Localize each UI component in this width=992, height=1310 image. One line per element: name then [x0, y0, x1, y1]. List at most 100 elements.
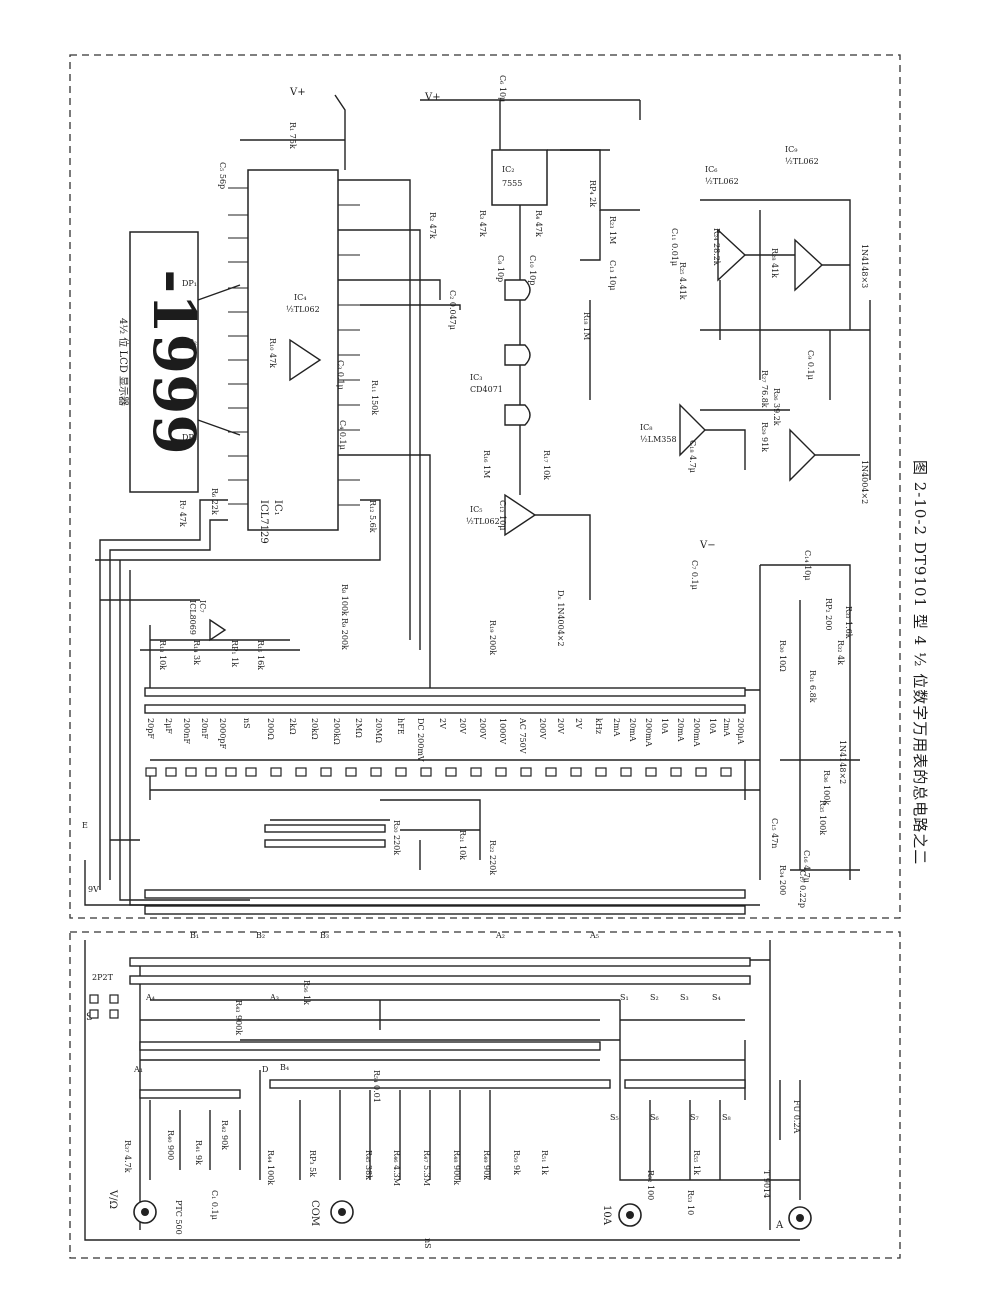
ic1-part: ICL7129: [258, 500, 269, 544]
range-label: 20pF: [146, 718, 155, 739]
component-label: C₄ 0.1μ: [338, 420, 347, 450]
component-label: C₅ 56p: [218, 162, 227, 189]
component-label: R₉ 200k: [340, 618, 349, 650]
range-label: 2V: [438, 718, 447, 729]
node-label: E: [82, 821, 88, 830]
range-label: 10A: [708, 718, 717, 734]
component-label: RP₃ 5k: [308, 1150, 317, 1177]
ic1-icl7129: IC₁ ICL7129: [228, 169, 360, 544]
ic4-ref: IC₄: [294, 293, 307, 302]
component-label: R₂₂ 220k: [488, 840, 497, 875]
component-label: R₂₃ 1M: [608, 216, 617, 244]
range-label: 2000pF: [218, 718, 227, 749]
switch-label: S₇: [690, 1113, 699, 1122]
range-label: 200V: [478, 718, 487, 739]
node-labels: A₁ A₂ A₃ A₄ A₅ B₁ B₂ B₃ B₄ D E: [82, 821, 599, 1074]
range-label: 2V: [574, 718, 583, 729]
ic3-cd4071: IC₃ CD4071: [470, 279, 531, 426]
component-label: R₃₂ 4k: [836, 640, 845, 665]
component-label: R₂₁ 10k: [458, 830, 467, 860]
component-label: C₁₈ 4.7μ: [688, 440, 697, 473]
battery-label: 9V: [88, 885, 99, 894]
range-label: kHz: [594, 718, 603, 734]
terminal-vohm[interactable]: V/Ω: [107, 1189, 157, 1224]
figure-caption: 图 2-10-2 DT9101 型 4 ½ 位数字万用表的总电路之二: [911, 460, 929, 865]
switch-label: S₅: [610, 1113, 619, 1122]
range-label: 2mA: [612, 718, 621, 737]
component-label: R₅₅ 1k: [692, 1150, 701, 1175]
ic8-ref: IC₈: [640, 423, 653, 432]
ic9-ref: IC₉: [785, 145, 798, 154]
display-digits: -1999: [140, 269, 208, 455]
component-label: 1N4148×2: [838, 740, 847, 784]
ic2-ref: IC₂: [502, 165, 515, 174]
component-label: R₄₀ 900: [166, 1130, 175, 1160]
component-label: RP₂ 200: [824, 598, 833, 630]
component-label: R₁₈ 1M: [582, 312, 591, 340]
switch-label: S₄: [712, 993, 721, 1002]
switch-label: S₈: [722, 1113, 731, 1122]
component-label: R₄₂ 90k: [220, 1120, 229, 1150]
component-label: R₃₅ 100k: [818, 800, 827, 835]
switch-labels: S₁ S₂ S₃ S₄ S₅ S₆ S₇ S₈ S 2P2T: [86, 973, 731, 1122]
component-labels: R₁ 75k C₅ 56p R₂ 47k R₃ 47k R₄ 47k R₆ 22…: [123, 75, 869, 1235]
terminal-label-com: COM: [309, 1200, 320, 1226]
component-label: R₃ 47k: [478, 210, 487, 237]
component-label: R₁₄ 3k: [192, 640, 201, 665]
node-label: A₅: [589, 931, 599, 940]
component-label: R₄₇ 5.3M: [422, 1150, 431, 1186]
component-label: RP₄ 2k: [588, 180, 597, 207]
ic2-part: 7555: [502, 179, 522, 188]
upper-board-outline: [69, 54, 901, 919]
component-label: R₁ 75k: [288, 122, 297, 149]
component-label: R₅₃ 10: [686, 1190, 695, 1215]
component-label: FU 0.2A: [792, 1100, 801, 1134]
terminal-com[interactable]: COM: [309, 1200, 354, 1226]
component-label: R₂₇ 76.8k: [760, 370, 769, 408]
range-label: nS: [242, 718, 251, 729]
component-label: R₂₅ 4.41k: [678, 262, 687, 300]
component-label: R₃₇ 4.7k: [123, 1140, 132, 1173]
component-label: C₂ 0.047μ: [448, 290, 457, 330]
component-label: R₂₈ 41k: [770, 248, 779, 278]
ic4-part: ½TL062: [286, 305, 320, 314]
component-label: R₄₁ 9k: [194, 1140, 203, 1165]
node-label: B₃: [320, 931, 329, 940]
component-label: PTC 500: [174, 1200, 183, 1235]
component-label: R₁₇ 10k: [542, 450, 551, 480]
range-label: 10A: [660, 718, 669, 734]
switch-label: S₂: [650, 993, 659, 1002]
range-label: 200mA: [692, 718, 701, 747]
switch-label: S₆: [650, 1113, 659, 1122]
component-label: R₄₈ 900k: [452, 1150, 461, 1185]
ic8-part: ½LM358: [640, 435, 677, 444]
component-label: R₃₀ 10Ω: [778, 640, 787, 672]
component-label: R₃₁ 6.8k: [808, 670, 817, 703]
node-label: A₄: [145, 993, 155, 1002]
range-label: 1000V: [498, 718, 507, 744]
component-label: C₉ 0.1μ: [806, 350, 815, 380]
range-label: hFE: [396, 718, 405, 735]
component-label: R₁₆ 1M: [482, 450, 491, 478]
ic5-opamp: IC₅ ½TL062: [466, 493, 537, 537]
ic9-opamp: IC₉ ½TL062: [785, 145, 824, 292]
range-label: 20nF: [200, 718, 209, 739]
range-label: 2mA: [722, 718, 731, 737]
terminal-a[interactable]: A: [775, 1206, 812, 1231]
terminal-label-vohm: V/Ω: [107, 1189, 118, 1209]
component-label: 1N4148×3: [860, 244, 869, 288]
node-label: B₁: [190, 931, 199, 940]
terminal-10a[interactable]: 10A: [601, 1203, 642, 1227]
ic8-opamp: IC₈ ½LM358: [640, 403, 816, 482]
component-label: C₁₃ 10μ: [608, 260, 617, 290]
component-label: C₁₇ 0.22p: [798, 870, 807, 908]
dp-label-1: DP₁: [182, 279, 197, 288]
display-label: 4½ 位 LCD 显示器: [117, 318, 130, 406]
rail-vplus-top: V+: [289, 87, 306, 98]
component-label: R₅₁ 1k: [540, 1150, 549, 1175]
component-label: R₄₃ 900k: [234, 1000, 243, 1035]
component-label: R₅₆ 1k: [302, 980, 311, 1005]
component-label: R₁₉ 200k: [488, 620, 497, 655]
switch-label: S₃: [680, 993, 689, 1002]
